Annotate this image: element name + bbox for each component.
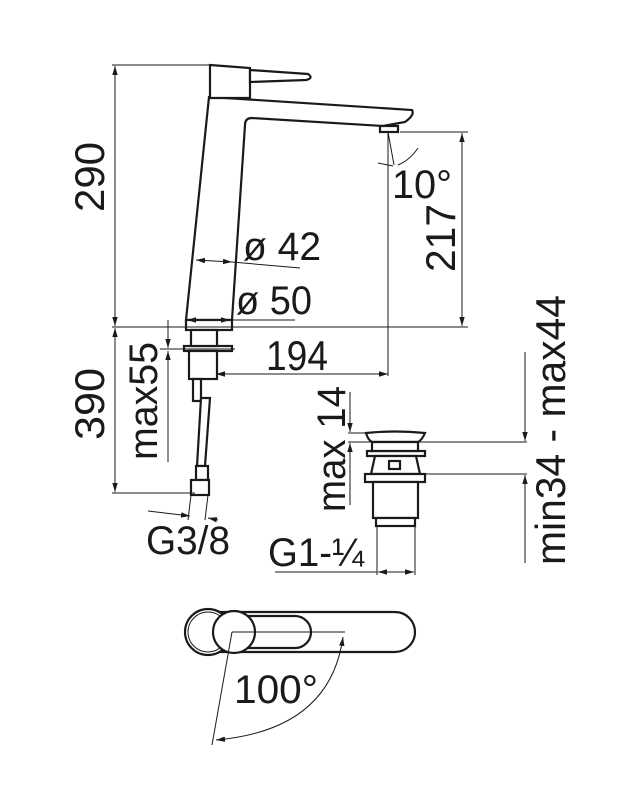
base-diameter-label: ø 50 — [236, 279, 312, 323]
spout-angle-label: 10° — [392, 163, 452, 207]
faucet-top-view — [183, 607, 417, 746]
hose-length-label: 390 — [66, 368, 113, 440]
body-diameter-label: ø 42 — [243, 225, 321, 269]
spout-height-label: 217 — [417, 204, 464, 272]
waste-cap-max-label: max 14 — [310, 386, 354, 512]
waste-fitting — [275, 352, 528, 575]
dimension-lines — [112, 64, 468, 523]
waste-thread-label: G1-¼ — [268, 531, 365, 575]
dimension-labels: 290 217 10° ø 42 ø 50 194 390 max55 G3/8… — [66, 142, 574, 712]
waste-range-label: min34 - max44 — [527, 295, 574, 565]
max-deck-thickness-label: max55 — [122, 342, 166, 460]
faucet-side-view — [182, 63, 414, 497]
total-height-label: 290 — [66, 142, 113, 212]
hose-connection-label: G3/8 — [146, 519, 230, 563]
lever-rotation-label: 100° — [234, 668, 318, 712]
spout-reach-label: 194 — [266, 332, 328, 379]
